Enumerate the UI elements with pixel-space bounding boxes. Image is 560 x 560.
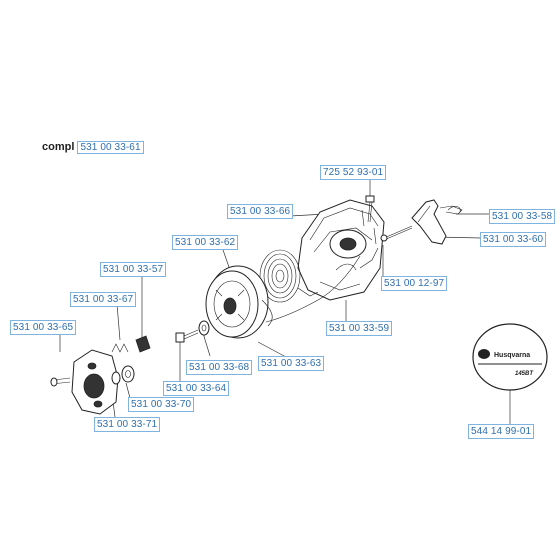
cup-washer [121,365,135,383]
part-label-725-52-93-01[interactable]: 725 52 93-01 [320,165,387,180]
pulley-screw [175,329,199,343]
pawl-spring [111,343,129,353]
part-label-531-00-33-65[interactable]: 531 00 33-65 [10,320,77,335]
part-label-544-14-99-01[interactable]: 544 14 99-01 [468,424,535,439]
part-label-531-00-33-62[interactable]: 531 00 33-62 [172,235,239,250]
part-label-531-00-33-58[interactable]: 531 00 33-58 [489,209,556,224]
starter-cup [50,349,119,415]
pawl [135,335,151,353]
part-label-531-00-33-57[interactable]: 531 00 33-57 [100,262,167,277]
pulley-washer [198,320,210,336]
starter-rope [265,255,361,323]
part-label-531-00-33-67[interactable]: 531 00 33-67 [70,292,137,307]
part-label-531-00-33-63[interactable]: 531 00 33-63 [258,356,325,371]
recoil-spring [259,249,319,303]
assembly-header: compl 531 00 33-61 [42,141,144,154]
decal-model-text: 145BT [515,371,534,377]
assembly-prefix: compl [42,141,75,153]
part-label-531-00-33-64[interactable]: 531 00 33-64 [163,381,230,396]
part-label-531-00-12-97[interactable]: 531 00 12-97 [381,276,448,291]
cup-nut [111,371,121,385]
part-label-531-00-33-68[interactable]: 531 00 33-68 [186,360,253,375]
decal-brand-text: Husqvarna [494,352,530,359]
part-label-531-00-33-60[interactable]: 531 00 33-60 [480,232,547,247]
assembly-part-number[interactable]: 531 00 33-61 [77,141,144,154]
housing-screw [365,195,375,223]
starter-housing [297,199,385,301]
rope-pulley [205,265,273,339]
part-label-531-00-33-71[interactable]: 531 00 33-71 [94,417,161,432]
leader-lines [59,177,511,424]
part-label-531-00-33-66[interactable]: 531 00 33-66 [227,204,294,219]
part-label-531-00-33-59[interactable]: 531 00 33-59 [326,321,393,336]
starter-handle [380,199,463,245]
model-decal [472,323,548,391]
part-label-531-00-33-70[interactable]: 531 00 33-70 [128,397,195,412]
